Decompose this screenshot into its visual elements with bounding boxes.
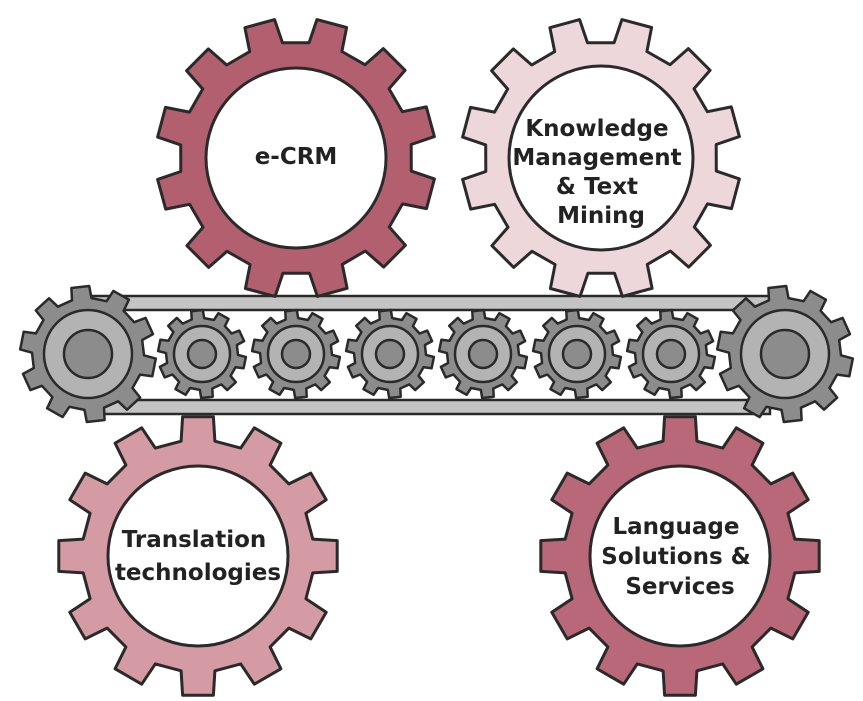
conveyor-small-gear [250,308,342,400]
belt-top-rail [88,294,772,312]
gear-language-label: Language Solutions & Services [601,514,758,600]
gear-ecrm: e-CRM [156,18,436,298]
gear-knowledge-label-line: & Text [556,174,638,200]
gear-translation-label-line: technologies [115,560,281,586]
gear-translation-label: Translation technologies [115,527,281,586]
gear-language-center [588,464,772,648]
conveyor-small-gear [625,308,717,400]
conveyor-small-gear-ring [186,338,218,370]
conveyor-small-gear [344,308,436,400]
gear-knowledge-label: Knowledge Management & Text Mining [512,116,689,229]
gear-ecrm-label-line: e-CRM [255,144,338,170]
gear-knowledge-label-line: Knowledge [525,116,668,142]
gear-translation: Translation technologies [57,415,339,697]
conveyor-end-gear-left-ring [62,328,114,380]
gear-translation-label-line: Translation [122,527,267,553]
gear-language-label-line: Solutions & [601,544,750,570]
gear-knowledge-label-line: Management [512,145,681,171]
belt-bottom-rail [88,398,772,416]
gear-knowledge: Knowledge Management & Text Mining [461,18,741,298]
gear-ecrm-label: e-CRM [255,144,338,170]
conveyor-small-gear [531,308,623,400]
conveyor-belt [18,284,855,424]
conveyor-gears [18,284,855,424]
gear-language: Language Solutions & Services [539,415,821,697]
conveyor-small-gear-ring [561,338,593,370]
conveyor-end-gear-left [18,284,158,424]
conveyor-small-gear-ring [374,338,406,370]
conveyor-end-gear-right [715,284,855,424]
conveyor-small-gear-ring [655,338,687,370]
gear-translation-center [106,464,290,648]
conveyor-end-gear-right-ring [759,328,811,380]
gear-ecrm-center [204,66,388,250]
gear-language-label-line: Language [613,514,740,540]
gear-knowledge-label-line: Mining [557,203,645,229]
conveyor-small-gear [156,308,248,400]
big-gears: e-CRM Knowledge Management & Text Mining… [57,18,821,697]
conveyor-small-gear-ring [280,338,312,370]
conveyor-small-gear-ring [467,338,499,370]
gear-knowledge-center [507,64,695,252]
conveyor-small-gear [437,308,529,400]
gear-language-label-line: Services [625,574,734,600]
